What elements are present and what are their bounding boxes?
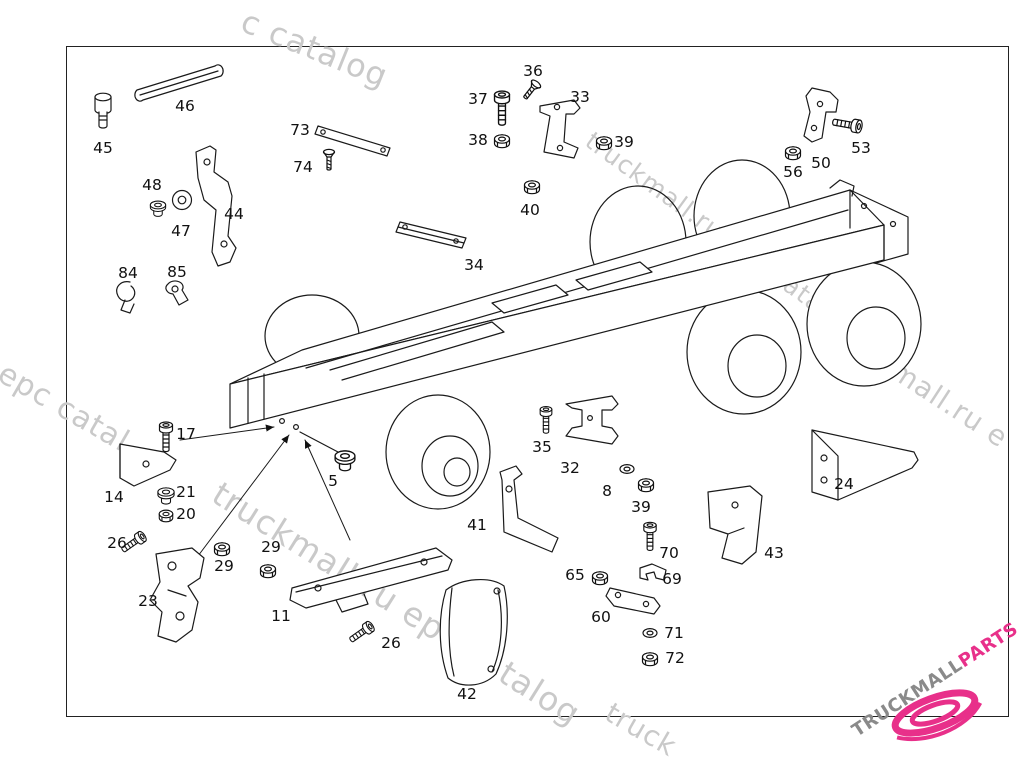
part-60-drawing [605, 587, 661, 615]
part-23-drawing [149, 547, 205, 643]
part-73-drawing [314, 125, 391, 157]
part-43-drawing [707, 485, 763, 565]
part-47-drawing [171, 189, 193, 211]
part-50-drawing [803, 87, 839, 143]
logo-truckmall: TRUCKMALL [848, 654, 967, 742]
brand-logo: TRUCKMALLPARTS [848, 618, 1022, 741]
frame-group [229, 179, 909, 453]
part-84-drawing [116, 281, 136, 314]
part-46-drawing [134, 64, 224, 102]
part-41-drawing [499, 465, 559, 553]
part-85-drawing [165, 280, 189, 306]
part-24-drawing [811, 429, 919, 501]
part-34-drawing [395, 221, 467, 249]
front-wheel [385, 394, 491, 510]
part-45-drawing [94, 92, 112, 129]
part-69-drawing [639, 563, 667, 581]
part-33-drawing [539, 99, 581, 159]
part-32-drawing [565, 395, 619, 445]
part-11-drawing [289, 547, 453, 613]
brand-logo-swirl [891, 689, 983, 742]
part-14-drawing [119, 443, 177, 487]
diagram-border [66, 46, 1009, 717]
part-44-drawing [195, 145, 237, 267]
part-42-drawing [439, 579, 508, 686]
leader-lines [179, 424, 351, 557]
logo-parts: PARTS [954, 618, 1022, 673]
